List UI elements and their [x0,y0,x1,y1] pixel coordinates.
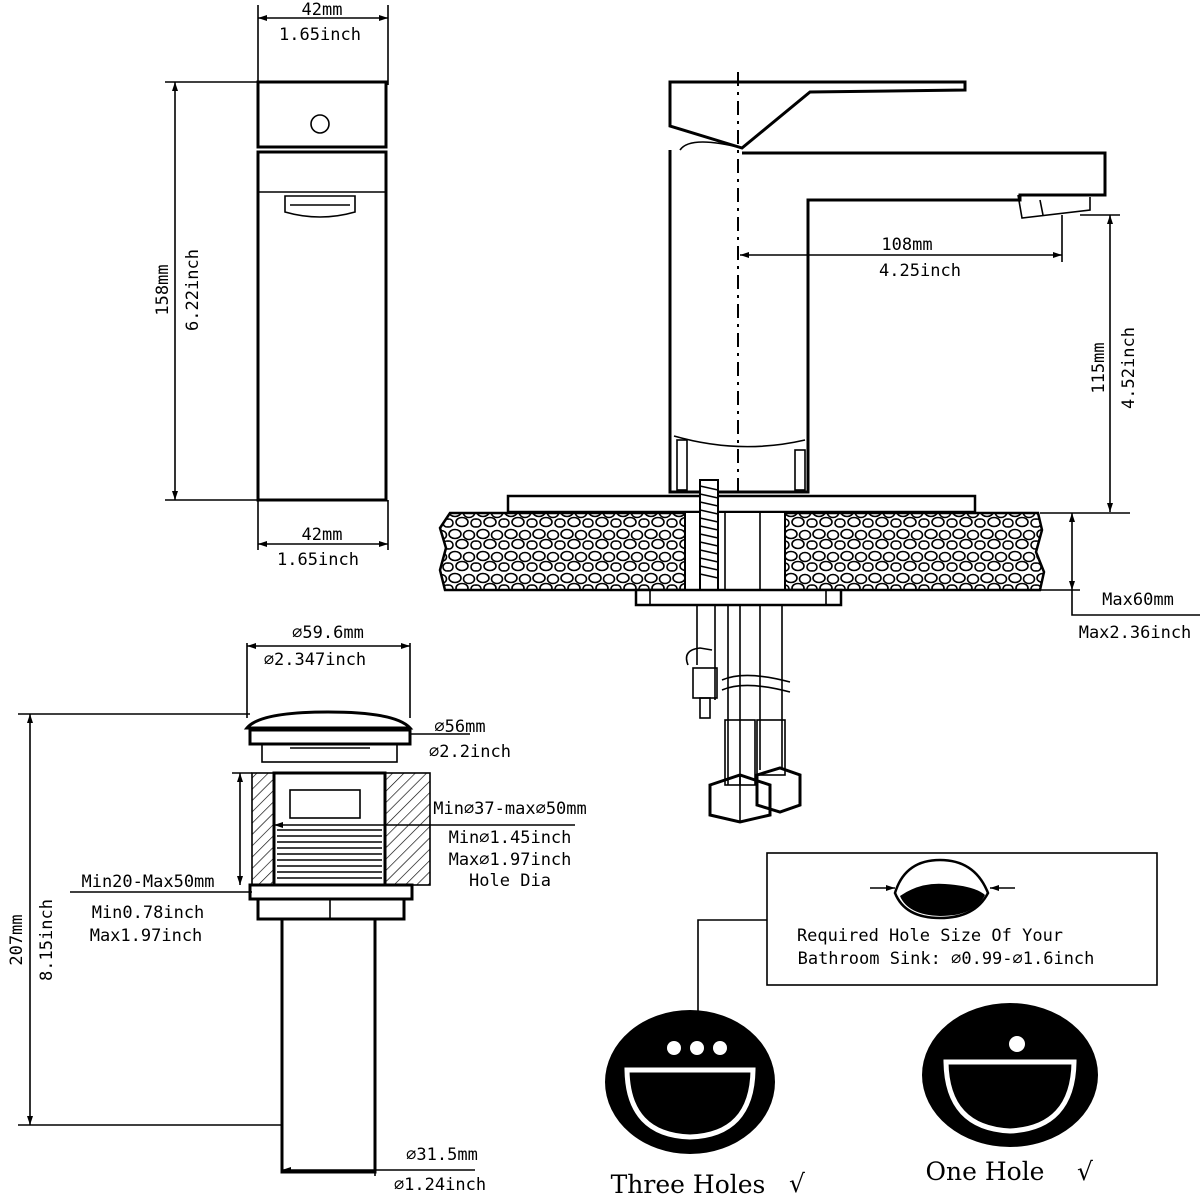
front-view: 108mm 4.25inch 115mm 4.52inch [438,72,1200,824]
drain-sink-section-left [251,772,275,886]
side-top-width-inch: 1.65inch [279,25,361,45]
drain-hole-max-inch: Max⌀1.97inch [449,850,572,870]
drain-cap [243,710,414,730]
side-height-mm: 158mm [153,264,173,315]
drain-hole-range-mm: Min⌀37-max⌀50mm [433,799,587,819]
front-aerator [1017,194,1091,219]
front-hose-break [721,674,791,693]
drain-cap-dia-inch: ⌀2.347inch [264,650,366,670]
sink-three-check: √ [789,1169,805,1198]
drain-tailpipe [280,917,377,1174]
sink-one-hole [1009,1036,1025,1052]
drain-threads [277,829,382,879]
front-reach-mm: 108mm [881,235,932,255]
drain-thickness-max-inch: Max1.97inch [90,926,203,946]
side-top-width-mm: 42mm [302,0,343,20]
front-inner-right [794,449,806,491]
drain-cap-dia-mm: ⌀59.6mm [292,623,364,643]
hole-note-line2: Bathroom Sink: ⌀0.99-⌀1.6inch [798,949,1095,969]
front-hex-nut-left [708,773,772,824]
front-base-plate [506,494,977,514]
drain-height-inch: 8.15inch [37,899,57,981]
front-hose-clip [685,647,713,666]
side-handle-block [256,80,388,149]
drain-thickness-mm: Min20-Max50mm [81,872,214,892]
sink-three-hole-center [690,1041,704,1055]
sink-three-label: Three Holes [611,1170,766,1199]
front-mount-plate [634,588,843,607]
front-break-line [673,435,806,448]
front-counter-max-mm: Max60mm [1102,590,1174,610]
side-aerator [284,195,356,218]
side-view: 42mm 1.65inch 158mm 6.22inch 42mm 1.65in… [153,0,389,570]
front-height-inch: 4.52inch [1119,327,1139,409]
front-reach-inch: 4.25inch [879,261,961,281]
sink-three-holes: Three Holes √ [605,1010,805,1199]
drain-flange-dia-inch: ⌀2.2inch [429,742,511,762]
sink-three-bowl [624,1067,756,1140]
drain-overflow-slot [289,789,361,819]
side-bottom-width-inch: 1.65inch [277,550,359,570]
front-handle-base [679,141,743,151]
drain-flange [248,728,412,746]
front-hose-fitting-right [756,719,786,776]
side-height-inch: 6.22inch [183,249,203,331]
drain-sink-section-right [384,772,431,886]
front-rod-end [692,667,718,699]
front-counter-leader [1071,590,1200,616]
drain-nut-top [248,883,414,901]
drain-height-mm: 207mm [7,914,27,965]
hole-note-leader [697,919,767,1015]
sink-three-hole-right [713,1041,727,1055]
side-body [256,150,388,502]
side-handle-hole [310,114,330,134]
hole-note-box [766,852,1158,986]
front-height-mm: 115mm [1089,342,1109,393]
front-rod-tip [699,697,711,719]
front-rod-threads [699,485,719,579]
drain-hole-label: Hole Dia [469,871,551,891]
front-aerator-line [1039,199,1044,216]
front-inner-left [676,439,688,491]
sink-one-hole: One Hole √ [922,1003,1098,1186]
sink-one-bowl [943,1059,1077,1134]
drain-tail-dia-inch: ⌀1.24inch [394,1175,486,1195]
drain-tail-dia-mm: ⌀31.5mm [406,1145,478,1165]
drain-hole-min-inch: Min⌀1.45inch [449,828,572,848]
sink-one-label: One Hole [926,1157,1045,1186]
drain-nut-bottom [256,897,406,921]
sink-one-check: √ [1077,1157,1093,1186]
front-hex-nut-right [755,766,802,814]
drain-collar [261,743,398,763]
sink-three-hole-left [667,1041,681,1055]
front-counter-max-inch: Max2.36inch [1079,623,1192,643]
side-bottom-width-mm: 42mm [302,525,343,545]
hole-note-line1: Required Hole Size Of Your [797,926,1063,946]
hole-note: Required Hole Size Of Your Bathroom Sink… [697,852,1158,1015]
front-handle-lever [668,80,967,150]
drain-thickness-min-inch: Min0.78inch [92,903,205,923]
drain-flange-dia-mm: ⌀56mm [434,717,485,737]
front-hoses [696,605,783,785]
drain-view: ⌀59.6mm ⌀2.347inch ⌀56mm ⌀2.2inch Min⌀37… [7,623,587,1195]
hole-illustration-fill [900,883,985,916]
